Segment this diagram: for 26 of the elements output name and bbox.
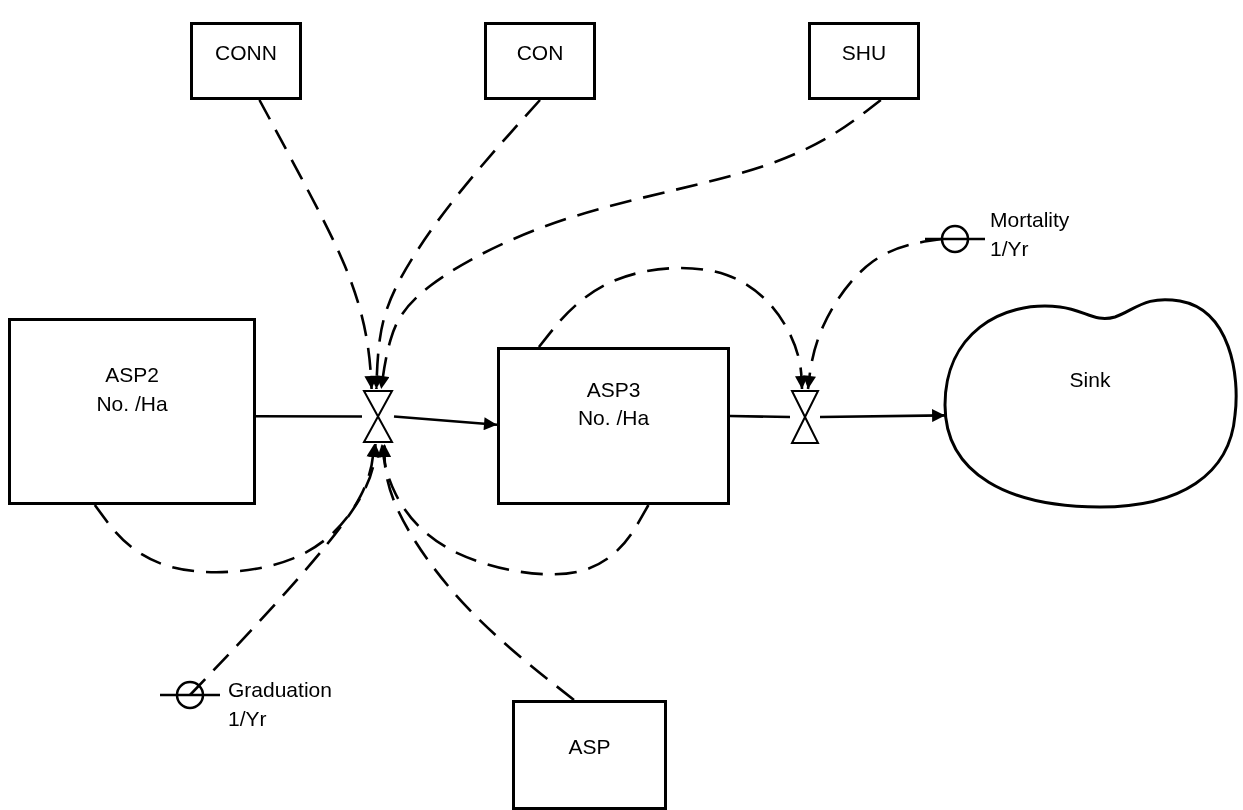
node-label: ASP bbox=[568, 733, 611, 760]
node-label: ASP2 No. /Ha bbox=[95, 362, 169, 417]
node-label: Sink bbox=[1069, 367, 1111, 394]
dashed-arrow bbox=[537, 266, 808, 390]
flow-arrow bbox=[820, 409, 946, 423]
flow-valve bbox=[362, 389, 394, 444]
converter-circle bbox=[160, 680, 220, 710]
stock-box bbox=[484, 22, 596, 100]
stock-box bbox=[190, 22, 302, 100]
node-label: CONN bbox=[215, 39, 277, 66]
stock-box bbox=[808, 22, 920, 100]
stock-box bbox=[497, 347, 730, 505]
converter-circle bbox=[925, 224, 985, 254]
stock-box bbox=[8, 318, 256, 505]
dashed-arrow bbox=[189, 443, 382, 696]
converter-label: Graduation 1/Yr bbox=[228, 677, 333, 733]
node-label: ASP3 No. /Ha bbox=[576, 376, 651, 431]
dashed-arrow bbox=[803, 237, 942, 390]
node-label: CON bbox=[516, 39, 564, 66]
dashed-arrow bbox=[377, 443, 650, 576]
dashed-arrow bbox=[370, 99, 541, 390]
converter-label: Mortality 1/Yr bbox=[990, 207, 1071, 263]
dashed-arrow bbox=[376, 98, 882, 390]
flow-valve bbox=[790, 389, 820, 445]
node-label: SHU bbox=[841, 39, 887, 66]
stock-box bbox=[512, 700, 667, 810]
